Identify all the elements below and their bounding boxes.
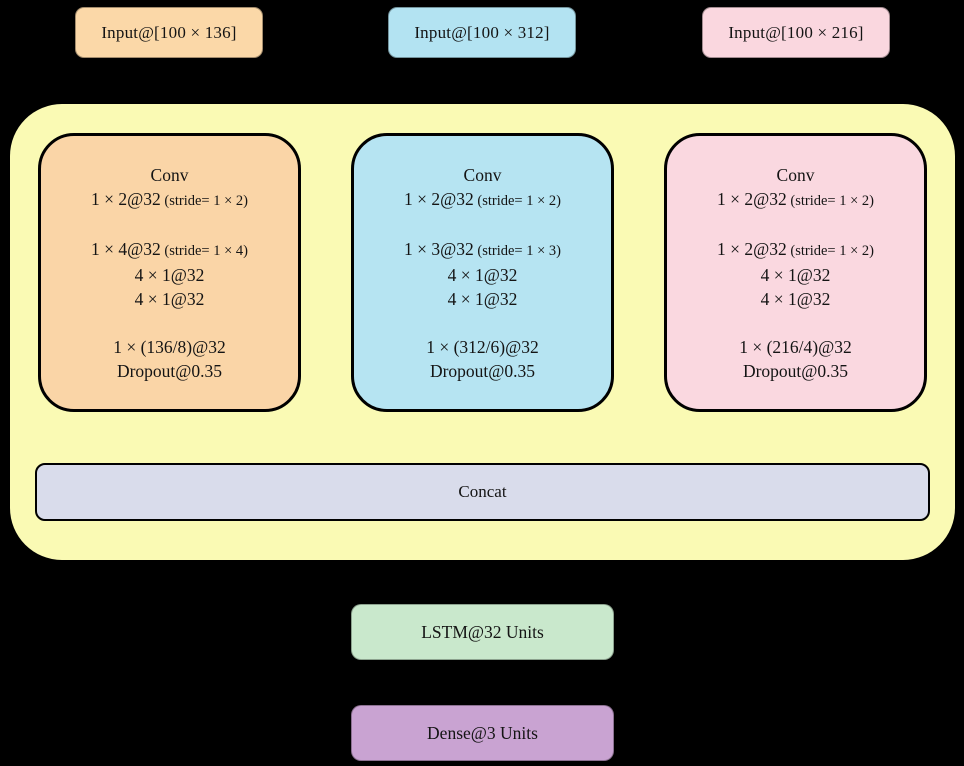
conv-line-main: Conv — [776, 164, 815, 185]
conv-line: 4 × 1@32 — [448, 263, 518, 287]
conv-line-main: 4 × 1@32 — [447, 288, 518, 309]
conv-line: 1 × (312/6)@32 — [426, 335, 539, 359]
conv-line-main: 1 × (216/4)@32 — [739, 336, 852, 357]
conv-line: Conv — [777, 163, 815, 187]
conv-line: 1 × 2@32 (stride= 1 × 2) — [717, 237, 874, 263]
conv-line: Dropout@0.35 — [743, 359, 848, 383]
conv-line-main: 1 × 2@32 — [91, 188, 161, 209]
conv-line-stride-note: (stride= 1 × 2) — [160, 192, 248, 209]
conv-line: Conv — [464, 163, 502, 187]
concat-label: Concat — [458, 482, 507, 501]
conv-line-stride-note: (stride= 1 × 2) — [473, 192, 561, 209]
conv-line: Dropout@0.35 — [430, 359, 535, 383]
conv-line: 1 × 3@32 (stride= 1 × 3) — [404, 237, 561, 263]
conv-line: 4 × 1@32 — [761, 287, 831, 311]
conv-line-main: 4 × 1@32 — [760, 288, 831, 309]
conv-line: 4 × 1@32 — [135, 263, 205, 287]
conv-line-main: 4 × 1@32 — [134, 264, 205, 285]
conv-line-main: 1 × 2@32 — [404, 188, 474, 209]
conv-line-main: 1 × 4@32 — [91, 238, 161, 259]
input-label: Input@[100 × 312] — [414, 22, 550, 42]
input-box-0: Input@[100 × 136] — [75, 7, 263, 58]
conv-line: 1 × 2@32 (stride= 1 × 2) — [404, 187, 561, 213]
conv-line: 4 × 1@32 — [761, 263, 831, 287]
conv-line-main: 4 × 1@32 — [134, 288, 205, 309]
conv-line: 1 × (216/4)@32 — [739, 335, 852, 359]
conv-line: 1 × 2@32 (stride= 1 × 2) — [717, 187, 874, 213]
conv-line-stride-note: (stride= 1 × 4) — [160, 242, 248, 259]
conv-line-main: 1 × (312/6)@32 — [426, 336, 539, 357]
input-label: Input@[100 × 216] — [728, 22, 864, 42]
conv-line-stride-note: (stride= 1 × 2) — [786, 192, 874, 209]
conv-line-main: Dropout@0.35 — [116, 360, 223, 381]
input-box-1: Input@[100 × 312] — [388, 7, 576, 58]
conv-line: 1 × (136/8)@32 — [113, 335, 226, 359]
input-label: Input@[100 × 136] — [101, 22, 237, 42]
conv-line-main: 4 × 1@32 — [447, 264, 518, 285]
lstm-label: LSTM@32 Units — [421, 621, 544, 642]
concat-box: Concat — [35, 463, 930, 521]
conv-line-main: 1 × 3@32 — [404, 238, 474, 259]
conv-line: 4 × 1@32 — [135, 287, 205, 311]
lstm-box: LSTM@32 Units — [351, 604, 614, 660]
conv-line: 4 × 1@32 — [448, 287, 518, 311]
dense-box: Dense@3 Units — [351, 705, 614, 761]
conv-line-main: 1 × 2@32 — [717, 188, 787, 209]
dense-label: Dense@3 Units — [427, 722, 538, 743]
conv-line-main: 1 × (136/8)@32 — [113, 336, 226, 357]
conv-line: Conv — [151, 163, 189, 187]
conv-line-main: Dropout@0.35 — [429, 360, 536, 381]
conv-line-stride-note: (stride= 1 × 2) — [786, 242, 874, 259]
conv-line: 1 × 2@32 (stride= 1 × 2) — [91, 187, 248, 213]
conv-line-main: Conv — [150, 164, 189, 185]
conv-line-main: 1 × 2@32 — [717, 238, 787, 259]
conv-line-stride-note: (stride= 1 × 3) — [473, 242, 561, 259]
conv-line: Dropout@0.35 — [117, 359, 222, 383]
conv-line-main: 4 × 1@32 — [760, 264, 831, 285]
input-box-2: Input@[100 × 216] — [702, 7, 890, 58]
conv-line-main: Dropout@0.35 — [742, 360, 849, 381]
conv-line-main: Conv — [463, 164, 502, 185]
conv-line: 1 × 4@32 (stride= 1 × 4) — [91, 237, 248, 263]
